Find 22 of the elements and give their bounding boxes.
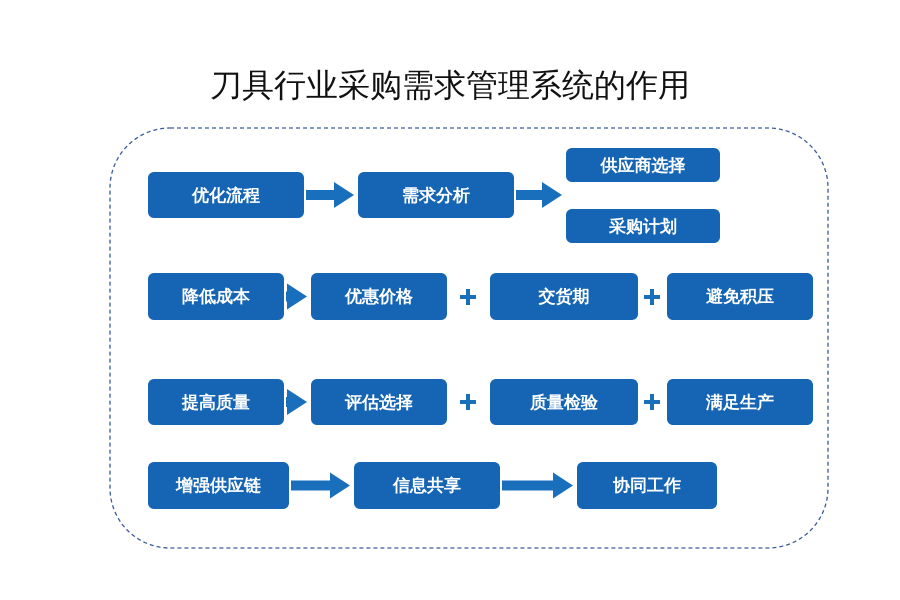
process-box: 协同工作 <box>577 462 717 509</box>
process-box: 供应商选择 <box>566 148 720 182</box>
block-arrow <box>286 284 307 310</box>
process-box: 交货期 <box>490 273 638 320</box>
block-arrow <box>502 472 573 498</box>
process-box: 降低成本 <box>148 273 284 320</box>
process-box: 优化流程 <box>148 172 304 218</box>
process-box: 增强供应链 <box>148 462 289 509</box>
process-box: 需求分析 <box>358 172 514 218</box>
process-box: 避免积压 <box>667 273 813 320</box>
process-box: 采购计划 <box>566 209 720 243</box>
process-box: 提高质量 <box>148 379 284 425</box>
process-box: 评估选择 <box>311 379 447 425</box>
block-arrow <box>306 182 354 208</box>
block-arrow <box>286 389 307 415</box>
process-box: 质量检验 <box>490 379 638 425</box>
block-arrow <box>516 182 562 208</box>
title: 刀具行业采购需求管理系统的作用 <box>209 65 691 106</box>
block-arrow <box>291 472 350 498</box>
process-box: 优惠价格 <box>311 273 447 320</box>
process-box: 信息共享 <box>354 462 500 509</box>
process-box: 满足生产 <box>667 379 813 425</box>
